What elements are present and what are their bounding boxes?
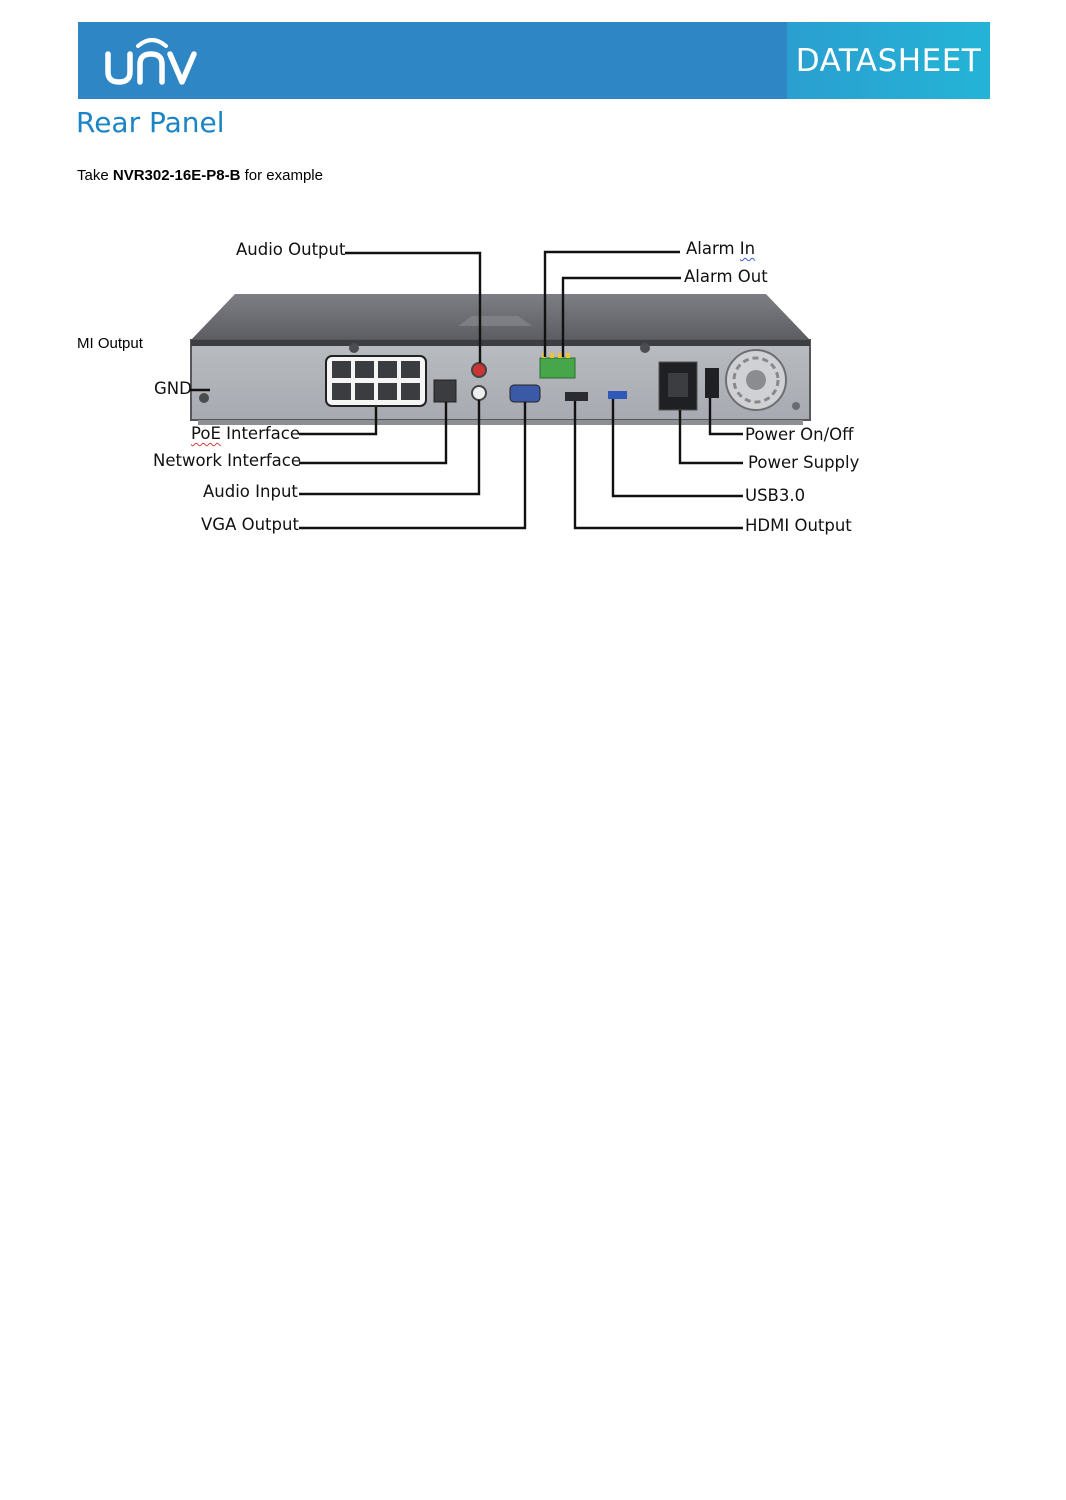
audio-output-jack — [471, 362, 487, 378]
audio-input-jack — [471, 385, 487, 401]
datasheet-badge: DATASHEET — [787, 22, 990, 99]
alarm-in-suffix: In — [739, 239, 756, 258]
header-banner: DATASHEET — [78, 22, 990, 99]
leader-lines — [190, 250, 743, 530]
callout-poe-interface: PoE Interface — [191, 424, 300, 443]
callout-usb3: USB3.0 — [745, 486, 806, 505]
callout-alarm-out: Alarm Out — [684, 267, 768, 286]
callout-audio-output: Audio Output — [236, 240, 346, 259]
poe-suffix: Interface — [220, 424, 301, 443]
power-switch — [705, 368, 719, 398]
section-title: Rear Panel — [76, 106, 225, 139]
intro-prefix: Take — [77, 167, 113, 184]
mi-output-label: MI Output — [77, 335, 143, 352]
intro-suffix: for example — [240, 167, 323, 184]
poe-ports — [325, 355, 427, 407]
model-name: NVR302-16E-P8-B — [112, 167, 241, 184]
callout-audio-input: Audio Input — [203, 482, 298, 501]
hdmi-port — [565, 392, 588, 401]
unv-logo — [105, 38, 197, 85]
alarm-terminal — [539, 357, 576, 379]
callout-network-interface: Network Interface — [153, 451, 302, 470]
network-port — [433, 379, 457, 403]
vga-port — [509, 384, 541, 403]
intro-text: Take NVR302-16E-P8-B for example — [77, 167, 323, 184]
callout-vga-output: VGA Output — [201, 515, 299, 534]
poe-prefix: PoE — [191, 424, 221, 443]
datasheet-label: DATASHEET — [795, 42, 982, 79]
callout-hdmi-output: HDMI Output — [745, 516, 852, 535]
rear-panel-diagram — [190, 250, 811, 530]
alarm-in-prefix: Alarm — [686, 239, 740, 258]
nvr-device — [190, 294, 811, 425]
callout-alarm-in: Alarm In — [686, 239, 755, 258]
callout-power-supply: Power Supply — [748, 453, 860, 472]
usb-port — [608, 391, 627, 399]
callout-power-onoff: Power On/Off — [745, 425, 854, 444]
callout-gnd: GND — [154, 379, 192, 398]
rear-panel-figure: Audio Output Alarm In Alarm Out GND PoE … — [140, 230, 880, 550]
